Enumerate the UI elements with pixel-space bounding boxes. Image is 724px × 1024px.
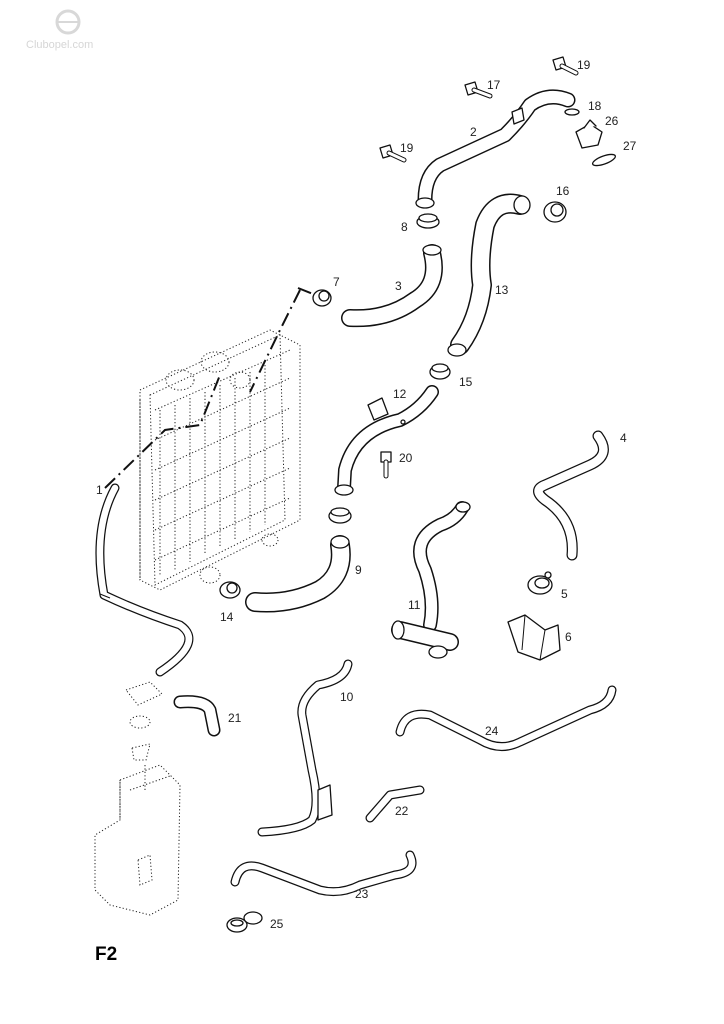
callout-7: 7: [333, 275, 340, 289]
callout-4: 4: [620, 431, 627, 445]
part-27-gasket: [591, 153, 617, 167]
callout-8: 8: [401, 220, 408, 234]
callout-19-top: 19: [577, 58, 591, 72]
callout-15: 15: [459, 375, 473, 389]
callout-21: 21: [228, 711, 242, 725]
callout-3: 3: [395, 279, 402, 293]
part-2-pipe: [415, 89, 576, 209]
callout-23: 23: [355, 887, 369, 901]
callout-6: 6: [565, 630, 572, 644]
part-9-hose: [245, 535, 351, 613]
part-21-hose: [173, 695, 221, 737]
callout-5: 5: [561, 587, 568, 601]
part-10-pipe: [257, 659, 353, 837]
part-6-bracket: [507, 614, 561, 661]
bolt-17: [464, 81, 493, 99]
callout-13: 13: [495, 283, 509, 297]
callout-1: 1: [96, 483, 103, 497]
callout-22: 22: [395, 804, 409, 818]
callout-12: 12: [393, 387, 407, 401]
watermark-logo: Clubopel.com: [26, 9, 93, 51]
callout-17: 17: [487, 78, 501, 92]
callout-14: 14: [220, 610, 234, 624]
callout-27: 27: [623, 139, 637, 153]
leader-lines: [104, 287, 319, 489]
callouts: 1 2 3 4 5 6 7 8 9 10 11 12 13 14 15 16 1…: [96, 58, 637, 931]
callout-18: 18: [588, 99, 602, 113]
callout-20: 20: [399, 451, 413, 465]
expansion-tank: [94, 681, 181, 916]
callout-25: 25: [270, 917, 284, 931]
callout-2: 2: [470, 125, 477, 139]
radiator-dotted: [139, 329, 301, 591]
part-8-clamp: [416, 213, 440, 229]
part-18-seal: [564, 108, 580, 116]
part-4-hose: [533, 430, 609, 561]
part-7-clamp: [312, 289, 332, 307]
part-5-clamp: [527, 571, 553, 595]
callout-9: 9: [355, 563, 362, 577]
part-1-overflow-hose: [95, 483, 194, 677]
bolt-20: [380, 451, 392, 479]
part-23-pipe: [230, 850, 417, 897]
bolt-19-top: [552, 56, 579, 76]
callout-11: 11: [408, 598, 421, 612]
part-24-pipe: [395, 685, 617, 751]
part-16-clamp: [543, 201, 567, 223]
part-12-pipe: [334, 385, 439, 496]
bolt-19-left: [379, 144, 407, 163]
callout-19-left: 19: [400, 141, 414, 155]
part-14-clamp: [219, 581, 241, 599]
watermark-text: Clubopel.com: [26, 39, 93, 51]
part-13-hose: [447, 193, 531, 357]
part-11-hose: [391, 501, 471, 659]
part-3-hose: [341, 244, 443, 328]
part-25-clamp: [226, 911, 263, 933]
callout-24: 24: [485, 724, 499, 738]
callout-10: 10: [340, 690, 354, 704]
callout-26: 26: [605, 114, 619, 128]
part-9-clamp: [328, 507, 352, 524]
callout-16: 16: [556, 184, 570, 198]
part-22-pipe: [365, 785, 425, 823]
part-26-thermostat: [575, 119, 603, 149]
sheet-code: F2: [95, 944, 117, 965]
part-15-clamp: [429, 363, 451, 380]
